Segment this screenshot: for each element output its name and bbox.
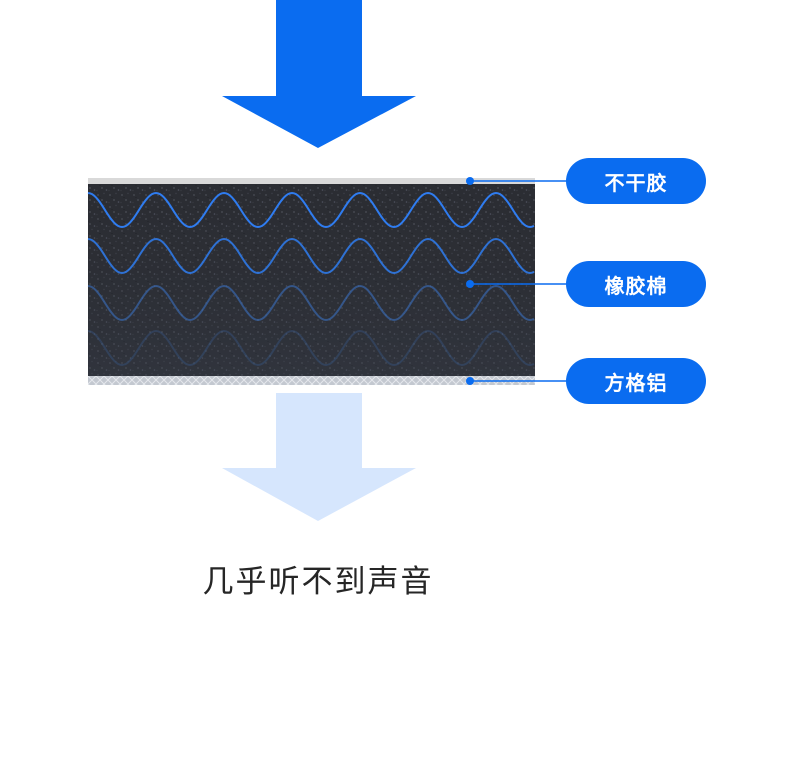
caption-text: 几乎听不到声音 xyxy=(202,564,434,600)
leader-dot-foam xyxy=(466,280,474,288)
leader-lines xyxy=(470,180,568,382)
arrow-down-faded-icon xyxy=(222,393,416,521)
sound-wave-2 xyxy=(87,237,535,275)
sound-wave-1 xyxy=(87,191,535,229)
sound-wave-4 xyxy=(87,329,535,367)
label-aluminum: 方格铝 xyxy=(566,358,706,404)
sound-wave-3 xyxy=(87,284,535,322)
leader-dot-adhesive xyxy=(466,177,474,185)
adhesive-layer xyxy=(88,178,535,184)
sound-waves xyxy=(87,191,535,367)
leader-dot-aluminum xyxy=(466,377,474,385)
material-stack xyxy=(88,178,535,385)
arrow-down-icon xyxy=(222,0,416,148)
label-foam: 橡胶棉 xyxy=(566,261,706,307)
aluminum-layer xyxy=(88,376,535,385)
label-adhesive: 不干胶 xyxy=(566,158,706,204)
